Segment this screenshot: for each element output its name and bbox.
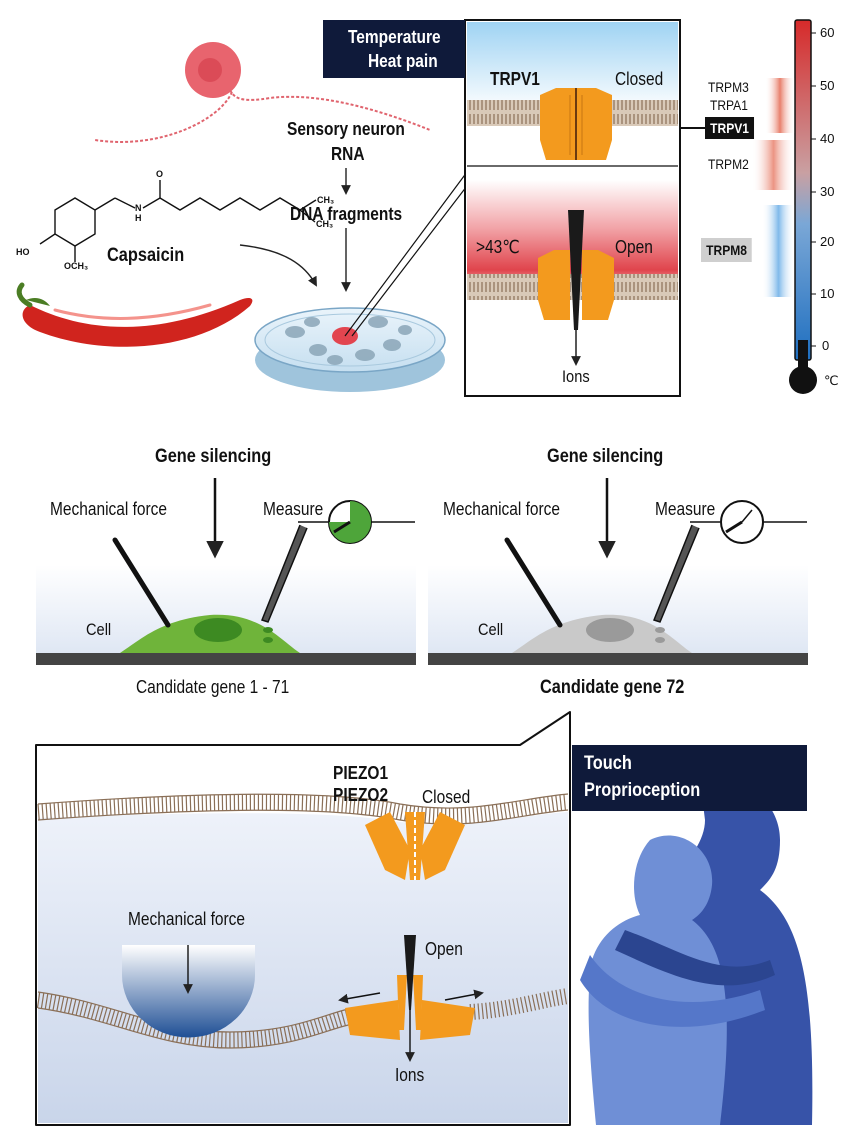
- trpv1-closed-channel: [540, 88, 612, 160]
- touch-title-box: Touch Proprioception: [572, 745, 807, 811]
- thermo-tick-0: 0: [822, 338, 830, 353]
- temperature-title: Temperature: [348, 27, 441, 47]
- chem-ch3-b: CH₃: [316, 219, 334, 229]
- petri-dish: [254, 307, 446, 392]
- capsaicin-structure: [39, 180, 317, 262]
- thermo-tick-40: 40: [820, 131, 835, 146]
- piezo-ions-label: Ions: [395, 1065, 425, 1085]
- piezo-open-label: Open: [425, 939, 463, 959]
- trpm3-label: TRPM3: [708, 79, 749, 95]
- trpv1-threshold-label: >43℃: [476, 237, 520, 257]
- trpm8-tag: TRPM8: [701, 238, 753, 262]
- piezo-force-label: Mechanical force: [128, 909, 246, 929]
- trpm2-label: TRPM2: [708, 156, 749, 172]
- right-mechanical-force: Mechanical force: [443, 499, 561, 519]
- right-measure: Measure: [655, 499, 716, 519]
- trpv1-panel: [464, 19, 681, 397]
- chem-ho: HO: [16, 247, 30, 257]
- sensory-neuron-label: Sensory neuron: [287, 119, 405, 139]
- piezo1-label: PIEZO1: [333, 763, 389, 783]
- left-mechanical-force: Mechanical force: [50, 499, 168, 519]
- hugging-figures-illustration: [580, 778, 813, 1125]
- heat-pain-title: Heat pain: [368, 51, 438, 71]
- left-caption: Candidate gene 1 - 71: [136, 677, 290, 697]
- thermometer: [789, 19, 817, 394]
- chem-h: H: [135, 213, 142, 223]
- trpv1-open-channel: [538, 210, 614, 366]
- thermo-tick-50: 50: [820, 78, 835, 93]
- chem-och3: OCH₃: [64, 261, 89, 271]
- trpa1-label: TRPA1: [710, 97, 748, 113]
- trpv1-ions-label: Ions: [562, 367, 590, 386]
- rna-label: RNA: [331, 144, 365, 164]
- touch-title: Touch: [584, 753, 632, 774]
- right-gene-silencing: Gene silencing: [547, 446, 664, 467]
- arrow-capsaicin-to-dish: [239, 244, 317, 287]
- thermo-tick-20: 20: [820, 234, 835, 249]
- trpv1-tag-text: TRPV1: [710, 120, 749, 136]
- piezo-open-channel: [338, 935, 484, 1062]
- neuron-illustration: [94, 42, 431, 143]
- channel-temperature-bands: [752, 78, 795, 297]
- chem-n: N: [135, 203, 142, 213]
- screen-right-panel: [428, 478, 808, 665]
- trpv1-open-label: Open: [615, 237, 653, 257]
- right-cell-label: Cell: [478, 620, 504, 639]
- piezo-closed-channel: [365, 812, 465, 880]
- chili-pepper: [16, 282, 253, 347]
- left-measure: Measure: [263, 499, 324, 519]
- chem-ch3-a: CH₃: [317, 195, 335, 205]
- right-caption: Candidate gene 72: [540, 677, 685, 698]
- temperature-title-box: Temperature Heat pain: [323, 20, 465, 78]
- piezo-panel: [35, 711, 571, 1126]
- thermo-unit: ℃: [824, 373, 839, 388]
- chem-o: O: [156, 169, 164, 179]
- left-cell-label: Cell: [86, 620, 112, 639]
- screen-left-panel: [36, 478, 416, 665]
- dna-fragments-label: DNA fragments: [290, 204, 403, 224]
- zoom-line-b: [351, 181, 471, 337]
- thermo-tick-60: 60: [820, 25, 835, 40]
- proprioception-title: Proprioception: [584, 780, 701, 801]
- zoom-line-a: [344, 167, 471, 337]
- piezo-closed-label: Closed: [422, 787, 471, 807]
- trpv1-label: TRPV1: [490, 69, 540, 89]
- thermo-tick-10: 10: [820, 286, 835, 301]
- thermo-tick-30: 30: [820, 184, 835, 199]
- capsaicin-label: Capsaicin: [107, 245, 185, 266]
- piezo2-label: PIEZO2: [333, 785, 389, 805]
- trpv1-tag: TRPV1: [705, 117, 755, 139]
- trpv1-closed-label: Closed: [615, 69, 664, 89]
- trpm8-tag-text: TRPM8: [706, 242, 747, 258]
- left-gene-silencing: Gene silencing: [155, 446, 272, 467]
